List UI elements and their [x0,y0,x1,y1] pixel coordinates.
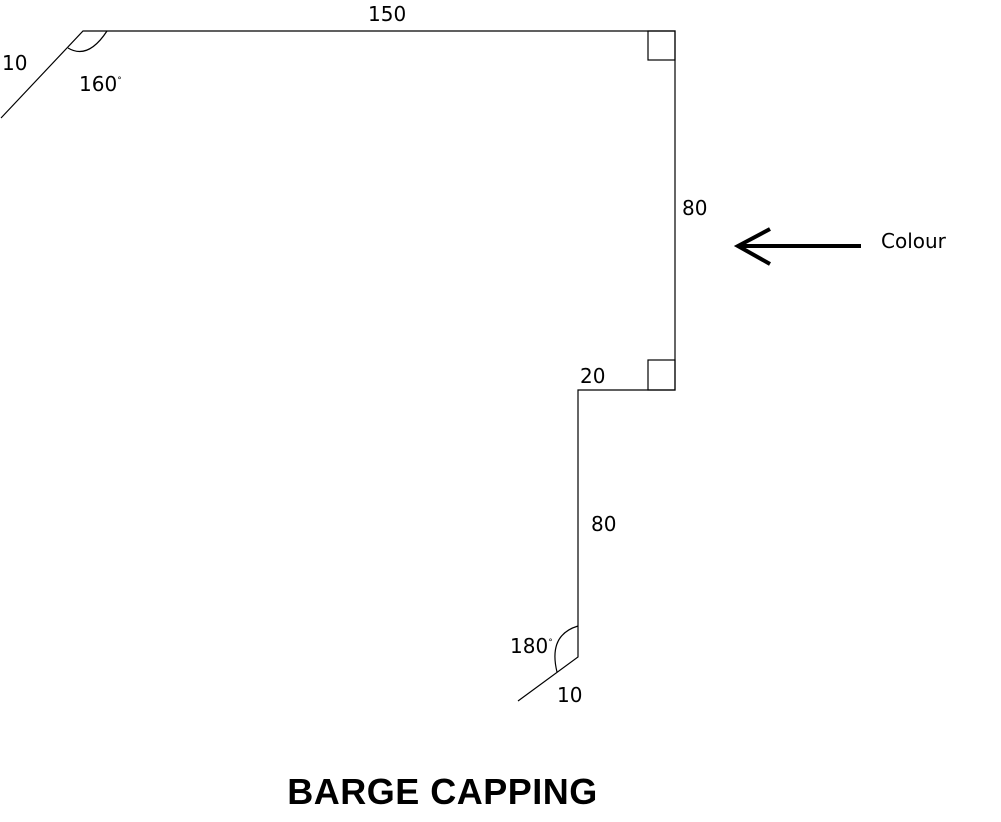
dimension-top-lip: 10 [2,51,28,75]
dimension-bottom-lip: 10 [557,683,583,707]
angle-value-top: 160 [79,72,118,96]
degree-symbol-top: ° [117,76,122,86]
angle-arc-bottom [554,625,579,673]
angle-value-bottom: 180 [510,634,549,658]
right-angle-marker-bottom [647,359,676,391]
angle-label-top: 160° [79,71,122,94]
dimension-right-face: 80 [682,196,708,220]
dimension-top-flange: 150 [368,2,407,26]
angle-label-bottom: 180° [510,633,553,656]
degree-symbol-bottom: ° [548,638,553,648]
dimension-step: 20 [580,364,606,388]
right-angle-marker-top [647,30,676,61]
colour-pointer-label: Colour [881,229,946,253]
angle-arc-top [67,30,108,53]
diagram-title: BARGE CAPPING [287,771,598,812]
colour-arrow-icon [733,227,861,266]
profile-outline [0,30,676,702]
dimension-lower-face: 80 [591,512,617,536]
